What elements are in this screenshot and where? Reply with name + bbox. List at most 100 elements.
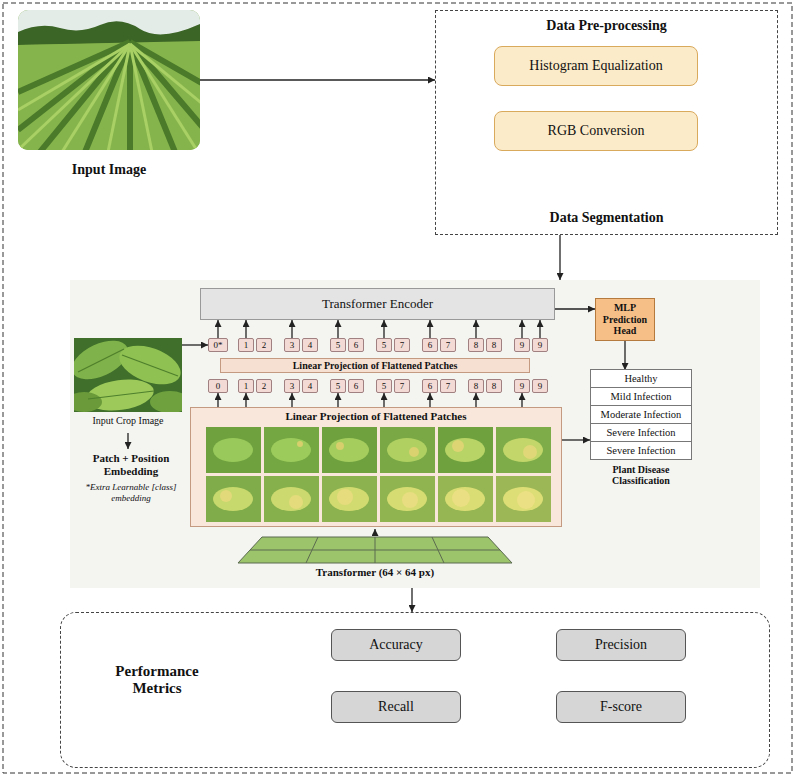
- flow-arrow: [337, 320, 338, 338]
- flow-arrow: [624, 341, 625, 371]
- leader-arrow: [374, 529, 375, 536]
- box-text: Transformer Encoder: [322, 296, 433, 312]
- token-box: 8: [468, 338, 484, 352]
- token-box: 8: [486, 379, 502, 393]
- token-box: 9: [514, 379, 530, 393]
- panel-ground: [70, 280, 760, 588]
- metric-box: Precision: [556, 629, 686, 661]
- token-box: 3: [284, 379, 300, 393]
- leaf-photo: [74, 338, 182, 412]
- flow-arrow: [383, 393, 384, 407]
- box-text: Mild Infection: [593, 391, 689, 402]
- box-text: 7: [446, 382, 451, 391]
- token-box: 7: [394, 338, 410, 352]
- box-text: 3: [290, 382, 295, 391]
- box-text: 9: [520, 382, 525, 391]
- token-box: 2: [256, 379, 272, 393]
- box-text: Severe Infection: [593, 427, 689, 438]
- input-image: Input Image: [18, 10, 200, 180]
- flow-arrow: [539, 320, 540, 338]
- box-text: Severe Infection: [593, 445, 689, 456]
- box-text: 8: [492, 341, 497, 350]
- box-text: Data Segmentation: [436, 210, 777, 226]
- token-box: 6: [348, 338, 364, 352]
- token-box: 5: [330, 338, 346, 352]
- box-text: Histogram Equalization: [529, 58, 662, 74]
- patch-perspective-grid: [238, 537, 512, 563]
- token-box: 1: [238, 379, 254, 393]
- box-text: 4: [308, 341, 313, 350]
- box-text: 5: [336, 341, 341, 350]
- flow-arrow: [559, 235, 560, 280]
- token-box: 3: [284, 338, 300, 352]
- flow-arrow: [291, 320, 292, 338]
- flow-arrow: [217, 393, 218, 407]
- box-text: Moderate Infection: [593, 409, 689, 420]
- projection-bar: Linear Projection of Flattened Patches: [220, 358, 530, 373]
- annotation-text: Patch + Position Embedding: [74, 452, 188, 478]
- box-text: Recall: [378, 699, 414, 715]
- preprocessing-group: Data Pre-processingData Segmentation Hist…: [435, 10, 778, 235]
- token-box: 1: [238, 338, 254, 352]
- flow-arrow: [429, 320, 430, 338]
- box-text: Performance Metrics: [97, 663, 217, 697]
- metric-box: Accuracy: [331, 629, 461, 661]
- projection-box: Linear Projection of Flattened Patches: [190, 407, 562, 527]
- box-text: 9: [538, 382, 543, 391]
- class-item: Severe Infection: [590, 441, 692, 460]
- box-text: Linear Projection of Flattened Patches: [293, 361, 458, 371]
- box-text: 1: [244, 341, 249, 350]
- box-text: 8: [474, 341, 479, 350]
- box-text: 6: [428, 382, 433, 391]
- box-text: Healthy: [593, 373, 689, 384]
- process-box: Histogram Equalization: [494, 46, 698, 86]
- flow-arrow: [475, 393, 476, 407]
- token-box: 6: [422, 379, 438, 393]
- box-text: 4: [308, 382, 313, 391]
- flow-arrow: [429, 393, 430, 407]
- token-box: 2: [256, 338, 272, 352]
- flow-arrow: [475, 320, 476, 338]
- box-text: 0*: [214, 341, 223, 350]
- box-text: 3: [290, 341, 295, 350]
- class-item: Healthy: [590, 369, 692, 388]
- token-box: 9: [532, 379, 548, 393]
- flow-arrow: [521, 393, 522, 407]
- token-box: 7: [440, 379, 456, 393]
- metric-box: F-score: [556, 691, 686, 723]
- box-text: 0: [216, 382, 221, 391]
- box-text: RGB Conversion: [548, 123, 645, 139]
- box-text: Accuracy: [369, 637, 423, 653]
- token-box: 5: [376, 379, 392, 393]
- box-text: Data Pre-processing: [436, 18, 777, 34]
- box-text: 5: [336, 382, 341, 391]
- annotation-text: *Extra Learnable [class] embedding: [74, 482, 188, 504]
- box-text: Precision: [595, 637, 647, 653]
- token-box: 5: [330, 379, 346, 393]
- box-text: Plant Disease Classification: [590, 464, 692, 486]
- flow-arrow: [555, 308, 595, 309]
- flow-arrow: [521, 320, 522, 338]
- box-text: Transformer (64 × 64 px): [270, 566, 480, 578]
- token-box: 9: [514, 338, 530, 352]
- field-photo: [18, 10, 200, 150]
- box-text: MLP Prediction Head: [599, 302, 651, 337]
- flow-arrow: [245, 320, 246, 338]
- outer-border: [3, 3, 792, 773]
- box-text: Input Image: [20, 162, 198, 178]
- projection-ground: [190, 407, 562, 527]
- box-text: 5: [382, 382, 387, 391]
- box-text: 7: [400, 382, 405, 391]
- flow-arrow: [383, 320, 384, 338]
- prediction-head: MLP Prediction Head: [595, 298, 655, 341]
- flow-arrow: [291, 393, 292, 407]
- metrics-group: Performance Metrics Accuracy PrecisionReca…: [60, 612, 770, 768]
- box-text: 8: [474, 382, 479, 391]
- box-text: F-score: [600, 699, 642, 715]
- class-item: Severe Infection: [590, 423, 692, 442]
- patch-grid: [206, 427, 551, 522]
- transformer-panel: Transformer (64 × 64 px) Transformer Enco…: [70, 280, 760, 588]
- box-text: 7: [446, 341, 451, 350]
- crop-image: Input Crop Image: [74, 338, 182, 426]
